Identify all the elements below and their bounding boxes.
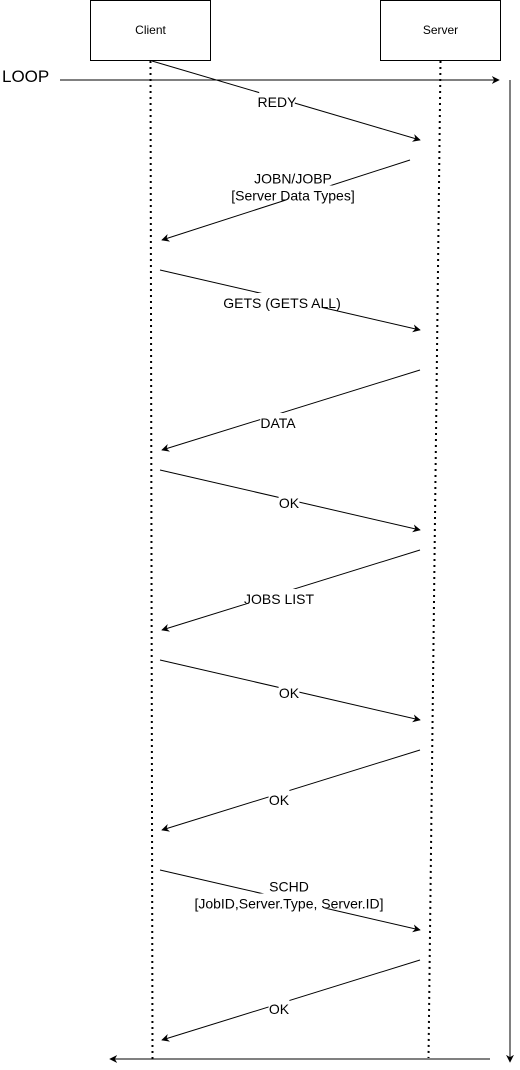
message-arrow bbox=[161, 369, 421, 452]
message-label-background bbox=[242, 589, 316, 604]
message-label-background bbox=[175, 893, 403, 909]
message-label-background bbox=[259, 92, 295, 107]
message-label: JOBS LIST bbox=[244, 591, 314, 607]
message-4: DATA bbox=[161, 369, 421, 452]
server-label: Server bbox=[423, 23, 458, 37]
message-label: REDY bbox=[258, 94, 298, 110]
message-label: OK bbox=[279, 685, 300, 701]
loop-label: LOOP bbox=[2, 67, 49, 86]
client-label: Client bbox=[135, 23, 166, 37]
message-1: REDY bbox=[151, 60, 421, 142]
message-label: SCHD bbox=[269, 879, 309, 895]
message-label: OK bbox=[269, 792, 290, 808]
message-label: OK bbox=[279, 495, 300, 511]
message-label: [JobID,Server.Type, Server.ID] bbox=[194, 896, 383, 912]
server-participant: Server bbox=[380, 0, 501, 61]
message-label-background bbox=[271, 876, 307, 892]
server-box bbox=[380, 0, 501, 61]
client-box bbox=[90, 0, 211, 61]
message-label: [Server Data Types] bbox=[231, 188, 354, 204]
message-label-background bbox=[223, 293, 341, 308]
message-label: DATA bbox=[260, 415, 296, 431]
message-label-background bbox=[219, 185, 367, 201]
message-9: SCHD[JobID,Server.Type, Server.ID] bbox=[159, 869, 421, 933]
message-2: JOBN/JOBP[Server Data Types] bbox=[161, 159, 411, 242]
message-6: JOBS LIST bbox=[161, 549, 421, 632]
message-8: OK bbox=[161, 749, 421, 832]
message-label-background bbox=[256, 168, 330, 184]
message-7: OK bbox=[159, 659, 421, 723]
message-label-background bbox=[268, 999, 290, 1014]
message-label-background bbox=[268, 790, 290, 805]
message-5: OK bbox=[159, 469, 421, 533]
client-participant: Client bbox=[90, 0, 211, 61]
message-label: OK bbox=[269, 1001, 290, 1017]
message-3: GETS (GETS ALL) bbox=[159, 269, 421, 333]
message-arrow bbox=[161, 749, 421, 832]
message-label-background bbox=[278, 683, 300, 698]
message-label-background bbox=[278, 493, 300, 508]
message-label-background bbox=[260, 413, 296, 428]
message-arrow bbox=[161, 959, 421, 1042]
message-label: GETS (GETS ALL) bbox=[223, 295, 340, 311]
client-lifeline bbox=[149, 60, 154, 1061]
message-label: JOBN/JOBP bbox=[254, 171, 332, 187]
message-10: OK bbox=[161, 959, 421, 1042]
messages: REDY JOBN/JOBP[Server Data Types] GETS (GE… bbox=[151, 60, 421, 1042]
server-lifeline bbox=[427, 60, 442, 1059]
